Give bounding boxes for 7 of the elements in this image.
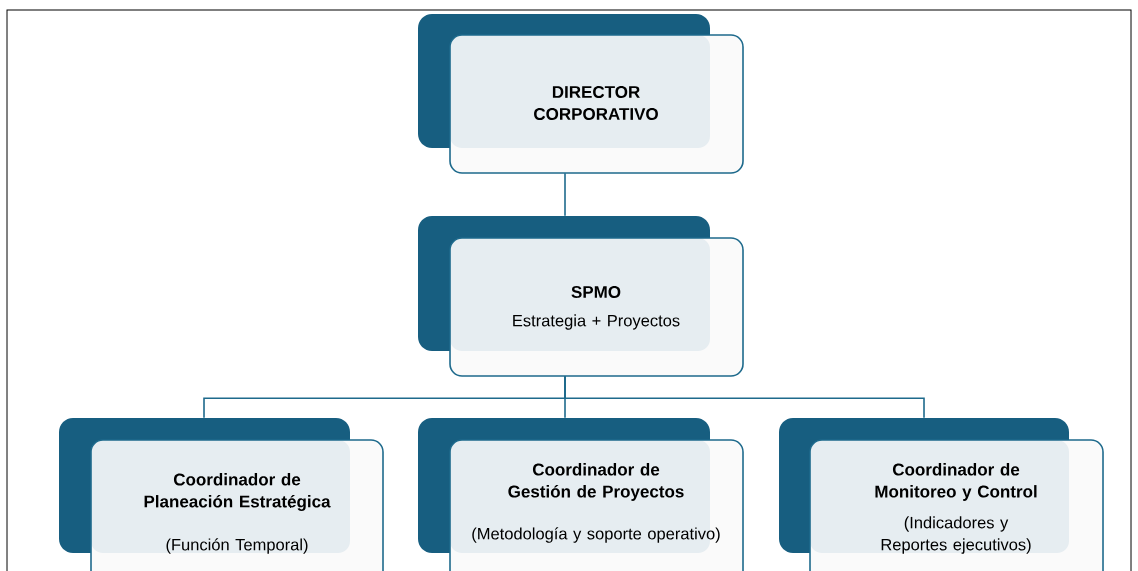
org-box: SPMO Estrategia + Proyectos: [418, 216, 744, 377]
connector-line: [564, 375, 925, 419]
org-box: Coordinador de Planeación Estratégica (Función Temporal): [59, 418, 384, 571]
org-box: Coordinador de Gestión de Proyectos (Metodología y soporte operativo): [418, 418, 744, 571]
connector-line: [564, 172, 566, 217]
org-box: Coordinador de Monitoreo y Control (Indicadores y Reportes ejecutivos): [779, 418, 1104, 571]
org-box: DIRECTOR CORPORATIVO: [418, 14, 744, 174]
